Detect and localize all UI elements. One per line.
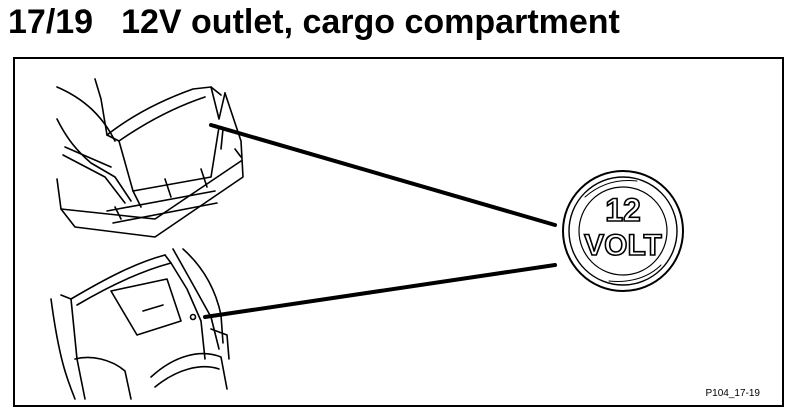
illustration: 12 VOLT <box>50 78 684 400</box>
car-trunk-open-illustration <box>56 78 244 238</box>
cargo-compartment-illustration <box>50 248 230 400</box>
outlet-label-top: 12 <box>605 192 641 228</box>
section-number: 17/19 <box>8 3 94 41</box>
outlet-cap-icon <box>562 170 684 292</box>
callout-line-top <box>209 123 557 227</box>
section-title: 12V outlet, cargo compartment <box>121 3 620 41</box>
callout-line-bottom <box>203 263 557 319</box>
page-title: 17/19 12V outlet, cargo compartment <box>8 2 620 42</box>
figure-frame: 12 VOLT P104_17-19 <box>13 57 784 407</box>
figure-code: P104_17-19 <box>705 388 761 399</box>
outlet-label-bottom: VOLT <box>584 229 662 262</box>
